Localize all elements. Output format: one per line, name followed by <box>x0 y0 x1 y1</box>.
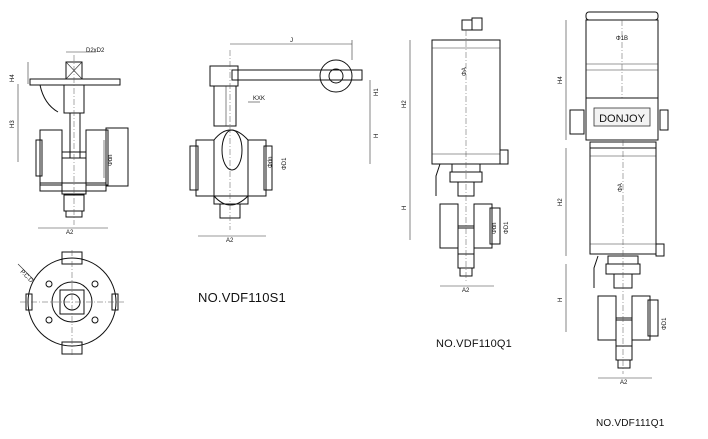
dim-d2xd2: D2xD2 <box>86 48 105 54</box>
dim-a2-q1: A2 <box>462 288 470 294</box>
view-pneumatic: H2 H ΦA A2 ΦD1 Φdn <box>402 17 510 294</box>
view-manual-front: D2xD2 H4 H3 A2 Φdn <box>10 48 129 236</box>
view-manual-bottom: P.C.D <box>17 250 124 356</box>
dim-a2-q1b: A2 <box>620 380 628 386</box>
dim-h-q1b: H <box>558 298 564 302</box>
dim-phi-a-q1: ΦA <box>462 67 468 76</box>
dim-phi-d1-q1b: ΦD1 <box>662 317 668 330</box>
dim-phi-a-q1b: ΦA <box>618 183 624 192</box>
dim-h: H <box>374 134 380 138</box>
dim-j: J <box>290 38 293 44</box>
caption-vdf110q1: NO.VDF110Q1 <box>436 338 512 350</box>
dim-kxk: KXK <box>253 96 265 102</box>
dim-phi-dn-q1: Φdn <box>492 223 498 234</box>
dim-phi-b-q1b: Φ1B <box>616 36 628 42</box>
dim-a2-1: A2 <box>66 230 74 236</box>
caption-vdf111q1: NO.VDF111Q1 <box>596 418 665 429</box>
dim-phi-d1-q1: ΦD1 <box>504 221 510 234</box>
dim-pcd: P.C.D <box>19 269 34 284</box>
dim-h4-q1b: H4 <box>558 76 564 84</box>
dim-phi-d1: ΦD1 <box>282 157 288 170</box>
caption-vdf110s1: NO.VDF110S1 <box>198 290 286 305</box>
dim-h1: H1 <box>374 88 380 96</box>
dim-phi-dn-2: Φdn <box>268 157 274 168</box>
dim-h2-q1: H2 <box>402 100 408 108</box>
dim-h-q1: H <box>402 206 408 210</box>
dim-h3: H3 <box>10 120 16 128</box>
view-manual-side: J KXK H1 H A2 ΦD1 Φdn <box>189 38 380 244</box>
view-pneumatic-with-head: DONJOY H4 H2 H Φ1B ΦA A2 ΦD1 <box>558 11 669 386</box>
dim-h4: H4 <box>10 74 16 82</box>
brand-label: DONJOY <box>599 113 646 125</box>
dim-a2-2: A2 <box>226 238 234 244</box>
dim-h2-q1b: H2 <box>558 198 564 206</box>
dim-phi-dn-1: Φdn <box>108 155 114 166</box>
